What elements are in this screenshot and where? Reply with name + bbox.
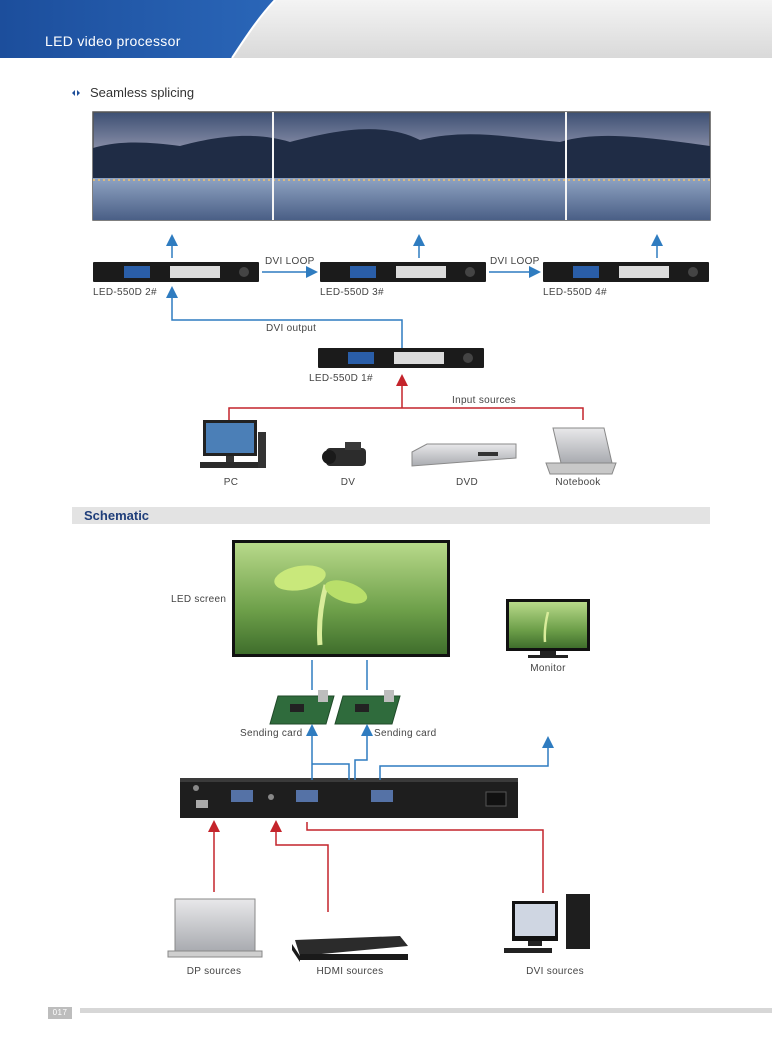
sending-card-label-right: Sending card [374,728,437,739]
page-number: 017 [48,1007,72,1019]
bullet-icon [72,90,80,96]
sending-card-right [334,690,401,725]
hdmi-sources-label: HDMI sources [316,966,384,977]
source-label-pc: PC [223,477,239,488]
processor-unit-4 [543,262,709,282]
sending-card-label-left: Sending card [240,728,303,739]
processor-unit-1 [318,348,484,368]
dvi-pc-device [504,894,590,953]
schematic-bar [72,507,710,524]
hdmi-box-device [292,936,408,962]
source-label-dv: DV [340,477,356,488]
monitor-device [506,599,590,658]
header-banner [0,0,772,58]
loop-label-1: DVI LOOP [265,256,315,267]
source-label-notebook: Notebook [555,477,601,488]
panorama-led-wall [92,111,711,221]
unit-label-3: LED-550D 3# [320,287,384,298]
unit-label-2: LED-550D 2# [93,287,157,298]
led-screen-label: LED screen [171,594,227,605]
loop-label-2: DVI LOOP [490,256,540,267]
input-sources-label: Input sources [452,395,516,406]
dvi-sources-label: DVI sources [526,966,584,977]
dp-laptop-device [167,898,263,958]
dvi-output-label: DVI output [266,323,317,334]
sending-card-left [269,690,335,725]
unit-label-4: LED-550D 4# [543,287,607,298]
section-title-splicing: Seamless splicing [90,85,195,100]
section-title-schematic: Schematic [84,508,150,523]
dvd-player-device [411,443,517,467]
dv-camera-device [322,442,366,466]
processor-unit-3 [320,262,486,282]
notebook-device [545,427,617,475]
source-label-dvd: DVD [455,477,479,488]
processor-back-panel [180,778,518,818]
monitor-label: Monitor [530,663,566,674]
page-title: LED video processor [45,33,181,49]
dp-sources-label: DP sources [186,966,242,977]
pc-device [200,420,266,468]
processor-unit-2 [93,262,259,282]
led-screen [232,540,450,657]
unit-label-1: LED-550D 1# [309,373,373,384]
